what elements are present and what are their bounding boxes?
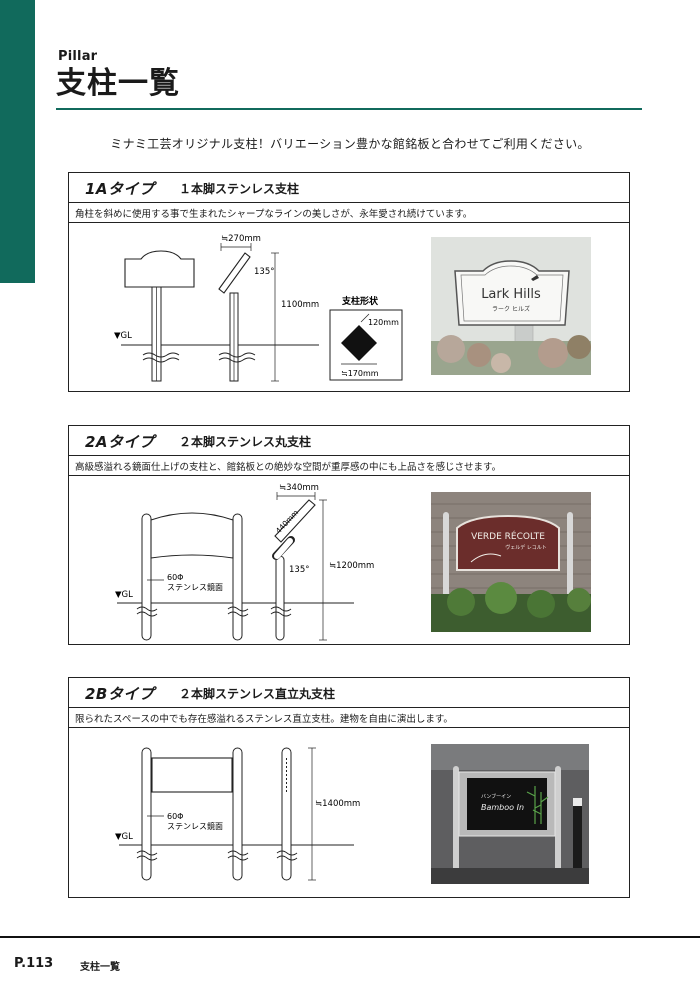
section-type: 2Bタイプ <box>85 685 155 703</box>
pillar-section-diamond <box>341 325 377 361</box>
photo-sign-main: VERDE RÉCOLTE <box>471 530 545 542</box>
section-description: 角柱を斜めに使用する事で生まれたシャープなラインの美しさが、永年愛され続けていま… <box>69 203 629 223</box>
footer-title: 支柱一覧 <box>80 962 120 973</box>
photo-sign-sub: ヴェルデ レコルト <box>505 544 547 551</box>
section-type: 2Aタイプ <box>85 433 155 451</box>
page-title: 支柱一覧 <box>56 66 180 101</box>
title-divider <box>56 108 642 110</box>
shape-side-label: 120mm <box>368 318 399 327</box>
diameter-label: 60Φ <box>167 573 183 582</box>
diameter-label: 60Φ <box>167 812 183 821</box>
pillar-2b-drawing: ▼GL 60Φ ステンレス鏡面 ≒1400mm <box>115 747 360 881</box>
gl-label: ▼GL <box>114 331 132 341</box>
section-description: 高級感溢れる鏡面仕上げの支柱と、館銘板との絶妙な空間が重厚感の中にも上品さを感じ… <box>69 456 629 476</box>
page-number: P.113 <box>14 956 54 971</box>
finish-label: ステンレス鏡面 <box>167 821 223 831</box>
footer-divider <box>0 936 700 938</box>
intro-text: ミナミ工芸オリジナル支柱！バリエーション豊かな館銘板と合わせてご利用ください。 <box>110 137 590 151</box>
photo-sign-sub: ラーク ヒルズ <box>492 305 530 313</box>
section-header: 2Aタイプ ２本脚ステンレス丸支柱 <box>69 426 629 456</box>
gl-label: ▼GL <box>115 590 133 600</box>
section-2b: 2Bタイプ ２本脚ステンレス直立丸支柱 限られたスペースの中でも存在感溢れるステ… <box>68 677 630 898</box>
section-2a: 2Aタイプ ２本脚ステンレス丸支柱 高級感溢れる鏡面仕上げの支柱と、館銘板との絶… <box>68 425 630 645</box>
section-header: 1Aタイプ １本脚ステンレス支柱 <box>69 173 629 203</box>
pillar-2a-photo: VERDE RÉCOLTE ヴェルデ レコルト <box>431 492 591 632</box>
pillar-1a-drawing: ▼GL ≒270mm 135° 1100mm 支柱形状 120mm ≒170mm <box>114 234 403 382</box>
pillar-2b-photo: バンブーイン Bamboo In <box>431 744 589 884</box>
section-description: 限られたスペースの中でも存在感溢れるステンレス直立支柱。建物を自由に演出します。 <box>69 708 629 728</box>
photo-sign-main: Lark Hills <box>481 287 541 302</box>
sidebar-accent-bar <box>0 0 35 283</box>
angle-label: 135° <box>289 565 309 575</box>
shape-title: 支柱形状 <box>341 295 379 307</box>
section-1a: 1Aタイプ １本脚ステンレス支柱 角柱を斜めに使用する事で生まれたシャープなライ… <box>68 172 630 392</box>
section-subtitle: ２本脚ステンレス丸支柱 <box>179 435 312 449</box>
height-label: ≒1200mm <box>329 561 374 571</box>
section-type: 1Aタイプ <box>85 180 155 198</box>
pillar-2a-drawing: ▼GL 60Φ ステンレス鏡面 440mm ≒340mm 135° ≒1200m… <box>115 483 374 641</box>
photo-sign-main: Bamboo In <box>481 803 524 812</box>
shape-width-label: ≒170mm <box>341 369 379 378</box>
gl-label: ▼GL <box>115 832 133 842</box>
height-label: 1100mm <box>281 300 319 310</box>
finish-label: ステンレス鏡面 <box>167 582 223 592</box>
page-kicker: Pillar <box>58 49 98 64</box>
section-subtitle: ２本脚ステンレス直立丸支柱 <box>179 687 336 701</box>
width-label: ≒270mm <box>221 234 261 244</box>
pillar-1a-photo: Lark Hills ラーク ヒルズ <box>431 237 591 375</box>
section-header: 2Bタイプ ２本脚ステンレス直立丸支柱 <box>69 678 629 708</box>
section-subtitle: １本脚ステンレス支柱 <box>179 182 300 196</box>
photo-sign-sub: バンブーイン <box>481 793 511 800</box>
height-label: ≒1400mm <box>315 799 360 809</box>
width-label: ≒340mm <box>279 483 319 493</box>
angle-label: 135° <box>254 267 274 277</box>
